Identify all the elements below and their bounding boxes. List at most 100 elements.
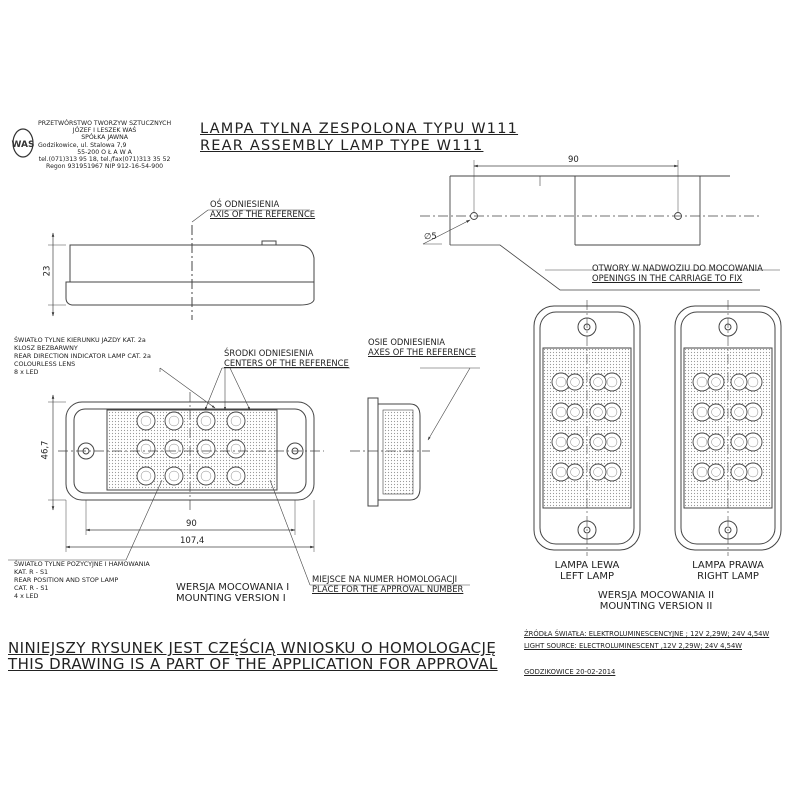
side-view-top <box>48 209 315 320</box>
led-cell <box>730 403 748 421</box>
place-date: GODZIKOWICE 20-02-2014 <box>524 668 616 676</box>
source-en: LIGHT SOURCE: ELECTROLUMINESCENT ,12V 2,… <box>524 642 743 650</box>
version2-pl: WERSJA MOCOWANIA II <box>597 590 715 601</box>
axes-ref-en: AXES OF THE REFERENCE <box>368 347 476 357</box>
position-line: 4 x LED <box>14 592 39 600</box>
led-inner <box>555 376 567 388</box>
position-stop-label: ŚWIATŁO TYLNE POZYCYJNE I HAMOWANIA KAT.… <box>14 560 150 600</box>
mounting-version-1: WERSJA MOCOWANIA I MOUNTING VERSION I <box>176 582 289 604</box>
right-lamp-caption: LAMPA PRAWA RIGHT LAMP <box>686 560 770 582</box>
led-inner <box>593 377 603 387</box>
mounting-openings-diagram <box>420 160 780 291</box>
version1-en: MOUNTING VERSION I <box>176 593 286 604</box>
side-view-small <box>350 367 480 507</box>
led-inner <box>230 470 242 482</box>
led-cell <box>566 433 584 451</box>
axis-ref-en: AXIS OF THE REFERENCE <box>210 209 316 219</box>
led-inner <box>230 443 242 455</box>
led-cell <box>226 411 246 431</box>
led-cell <box>226 466 246 486</box>
front-led-cells <box>136 411 246 486</box>
led-cell <box>707 433 725 451</box>
dim-23: 23 <box>42 265 53 277</box>
led-cell <box>226 439 246 459</box>
led-inner <box>734 467 744 477</box>
position-line: KAT. R - S1 <box>14 568 49 576</box>
led-cell <box>136 439 156 459</box>
approval-note: NINIEJSZY RYSUNEK JEST CZĘŚCIĄ WNIOSKU O… <box>8 640 498 672</box>
light-source-block: ŹRÓDŁA ŚWIATŁA: ELEKTROLUMINESCENCYJNE ;… <box>524 628 769 652</box>
dim-46-7: 46,7 <box>40 440 51 460</box>
led-inner <box>747 376 759 388</box>
led-inner <box>570 437 580 447</box>
led-cell <box>136 466 156 486</box>
led-inner <box>734 407 744 417</box>
position-line: CAT. R - S1 <box>14 584 49 592</box>
led-cell <box>566 463 584 481</box>
direction-indicator-label: ŚWIATŁO TYLNE KIERUNKU JAZDY KAT. 2a KLO… <box>14 336 151 376</box>
openings-pl: OTWORY W NADWOZIU DO MOCOWANIA <box>592 263 763 273</box>
title-pl: LAMPA TYLNA ZESPOLONA TYPU W111 <box>200 121 519 137</box>
centers-pl: ŚRODKI ODNIESIENIA <box>224 348 314 358</box>
led-cell <box>196 411 216 431</box>
led-inner <box>696 406 708 418</box>
led-inner <box>593 437 603 447</box>
led-inner <box>200 443 212 455</box>
approval-place-label: MIEJSCE NA NUMER HOMOLOGACJI PLACE FOR T… <box>312 574 463 594</box>
approval-place-en: PLACE FOR THE APPROVAL NUMBER <box>312 584 464 594</box>
led-inner <box>711 467 721 477</box>
left-lamp-view <box>533 300 641 556</box>
led-cell <box>196 466 216 486</box>
title-en: REAR ASSEMBLY LAMP TYPE W111 <box>200 138 484 154</box>
version2-en: MOUNTING VERSION II <box>599 601 713 612</box>
led-cell <box>707 403 725 421</box>
led-inner <box>168 415 180 427</box>
led-inner <box>696 376 708 388</box>
led-inner <box>140 443 152 455</box>
direction-line: COLOURLESS LENS <box>14 360 76 368</box>
manufacturer-line: SPÓŁKA JAWNA <box>81 134 128 142</box>
led-inner <box>606 376 618 388</box>
led-inner <box>140 470 152 482</box>
manufacturer-line: PRZETWÓRSTWO TWORZYW SZTUCZNYCH <box>38 120 172 127</box>
led-inner <box>734 437 744 447</box>
led-inner <box>140 415 152 427</box>
led-inner <box>555 466 567 478</box>
led-inner <box>734 377 744 387</box>
source-pl: ŹRÓDŁA ŚWIATŁA: ELEKTROLUMINESCENCYJNE ;… <box>524 630 770 638</box>
manufacturer-block: PRZETWÓRSTWO TWORZYW SZTUCZNYCH JÓZEF I … <box>38 120 171 170</box>
axis-reference-label: OŚ ODNIESIENIA AXIS OF THE REFERENCE <box>210 199 315 219</box>
led-inner <box>606 406 618 418</box>
led-cell <box>566 403 584 421</box>
position-line: ŚWIATŁO TYLNE POZYCYJNE I HAMOWANIA <box>14 560 150 568</box>
led-cell <box>164 439 184 459</box>
led-cell <box>136 411 156 431</box>
led-inner <box>168 470 180 482</box>
led-inner <box>593 407 603 417</box>
led-inner <box>747 436 759 448</box>
was-logo: WAS <box>12 128 35 158</box>
led-inner <box>593 467 603 477</box>
led-cell <box>164 411 184 431</box>
led-cell <box>730 373 748 391</box>
led-inner <box>555 436 567 448</box>
mounting-version-2: WERSJA MOCOWANIA II MOUNTING VERSION II <box>586 590 726 612</box>
led-cell <box>589 403 607 421</box>
manufacturer-line: 55-200 O Ł A W A <box>77 148 132 156</box>
led-inner <box>747 406 759 418</box>
manufacturer-line: Regon 931951967 NIP 912-16-54-900 <box>46 163 164 171</box>
led-inner <box>200 415 212 427</box>
led-cell <box>196 439 216 459</box>
led-inner <box>555 406 567 418</box>
drawing-title: LAMPA TYLNA ZESPOLONA TYPU W111 REAR ASS… <box>200 121 518 155</box>
right-lamp-view <box>674 300 782 556</box>
manufacturer-line: Godzikowice, ul. Stalowa 7,9 <box>38 141 127 149</box>
direction-line: ŚWIATŁO TYLNE KIERUNKU JAZDY KAT. 2a <box>14 336 146 344</box>
led-inner <box>606 436 618 448</box>
centers-en: CENTERS OF THE REFERENCE <box>224 358 349 368</box>
direction-line: REAR DIRECTION INDICATOR LAMP CAT. 2a <box>14 352 151 360</box>
led-cell <box>589 373 607 391</box>
svg-text:WAS: WAS <box>12 140 35 150</box>
right-lamp-en: RIGHT LAMP <box>697 571 759 582</box>
